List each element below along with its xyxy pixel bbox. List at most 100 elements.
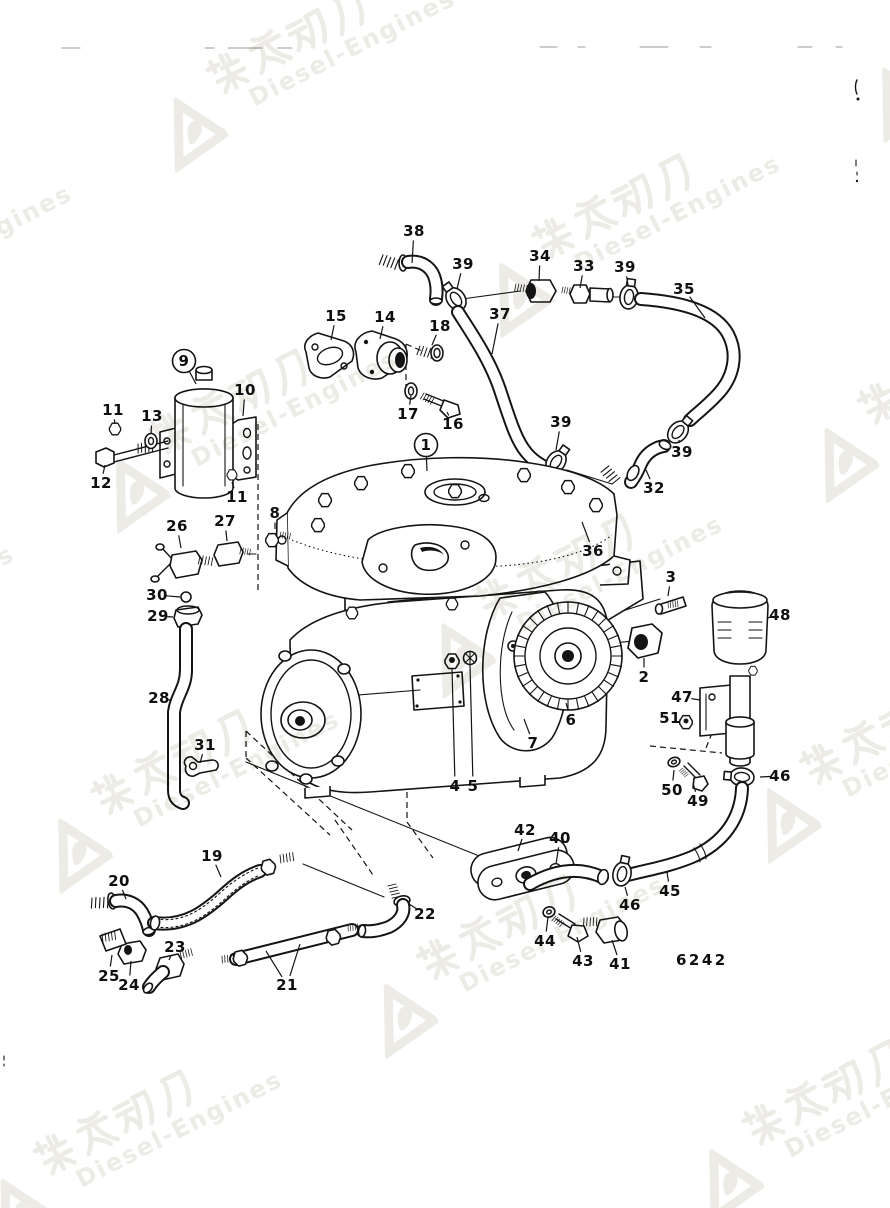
callout-28: 28 xyxy=(148,689,170,707)
callout-29: 29 xyxy=(147,607,169,625)
leader-line-41 xyxy=(611,939,618,956)
gear-teeth xyxy=(512,600,624,712)
leader-line-43 xyxy=(576,936,582,952)
leader-line-45 xyxy=(666,871,670,882)
leader-line-37 xyxy=(491,323,499,355)
breather-filter-48 xyxy=(711,590,769,767)
hose-37 xyxy=(451,305,558,477)
callout-6: 6 xyxy=(565,711,577,729)
leader-line-7 xyxy=(523,718,531,735)
callout-circle-1 xyxy=(413,432,439,458)
braided-hose-19 xyxy=(147,850,296,931)
callout-3: 3 xyxy=(665,568,677,586)
fitting-34 xyxy=(514,279,557,303)
callout-14: 14 xyxy=(374,308,396,326)
leader-line-1 xyxy=(425,456,428,472)
callout-26: 26 xyxy=(166,517,188,535)
leader-line-35 xyxy=(689,296,706,319)
callout-7: 7 xyxy=(527,734,539,752)
callout-17: 17 xyxy=(397,405,419,423)
leader-line-3 xyxy=(667,586,671,597)
callout-32: 32 xyxy=(643,479,665,497)
gasket-15 xyxy=(303,332,355,379)
leader-line-17 xyxy=(409,395,412,405)
leader-line-14 xyxy=(379,326,384,340)
callout-40: 40 xyxy=(549,829,571,847)
nut-24-nipple-25 xyxy=(99,928,147,965)
callout-43: 43 xyxy=(572,952,594,970)
leader-line-48 xyxy=(766,616,771,619)
leader-line-40 xyxy=(555,847,560,865)
leader-line-50 xyxy=(672,769,675,781)
callout-30: 30 xyxy=(146,586,168,604)
callout-39: 39 xyxy=(550,413,572,431)
callout-11: 11 xyxy=(102,401,124,419)
leader-line-39 xyxy=(678,439,681,443)
leader-line-38 xyxy=(411,240,414,264)
callout-49: 49 xyxy=(687,792,709,810)
leader-line-39 xyxy=(456,273,462,290)
callout-20: 20 xyxy=(108,872,130,890)
callout-46: 46 xyxy=(619,896,641,914)
leader-line-46 xyxy=(624,886,629,896)
callout-4: 4 xyxy=(449,777,461,795)
leader-line-39 xyxy=(555,431,560,451)
callout-2: 2 xyxy=(638,668,650,686)
leader-line-39 xyxy=(626,276,629,286)
leader-line-24 xyxy=(129,960,132,976)
callout-31: 31 xyxy=(194,736,216,754)
callout-35: 35 xyxy=(673,280,695,298)
leader-line-19 xyxy=(215,864,222,878)
callout-12: 12 xyxy=(90,474,112,492)
bolt-16 xyxy=(419,392,461,419)
leader-line-20 xyxy=(121,889,127,900)
ball-30-nut-29 xyxy=(173,591,203,628)
callout-10: 10 xyxy=(234,381,256,399)
callout-44: 44 xyxy=(534,932,556,950)
callout-42: 42 xyxy=(514,821,536,839)
callout-51: 51 xyxy=(659,709,681,727)
callout-39: 39 xyxy=(452,255,474,273)
callout-9: 9 xyxy=(178,352,190,370)
callout-16: 16 xyxy=(442,415,464,433)
flange-42-40 xyxy=(470,836,610,901)
callout-21: 21 xyxy=(276,976,298,994)
leader-line-30 xyxy=(166,595,181,598)
leader-line-25 xyxy=(109,954,113,967)
callout-19: 19 xyxy=(201,847,223,865)
callout-45: 45 xyxy=(659,882,681,900)
leader-line-21 xyxy=(265,950,283,978)
callout-50: 50 xyxy=(661,781,683,799)
leader-line-27 xyxy=(225,530,228,542)
separator-canister xyxy=(95,365,257,499)
nut-2 xyxy=(627,623,663,659)
nut-51 xyxy=(678,714,694,730)
callout-36: 36 xyxy=(582,542,604,560)
callout-39: 39 xyxy=(614,258,636,276)
callout-27: 27 xyxy=(214,512,236,530)
elbow-38 xyxy=(378,254,444,306)
fitting-33 xyxy=(561,284,614,304)
drain-pipe-28 xyxy=(167,622,193,810)
callout-15: 15 xyxy=(325,307,347,325)
leader-line-9 xyxy=(188,370,197,385)
leader-line-11 xyxy=(231,481,235,489)
callout-22: 22 xyxy=(414,905,436,923)
callout-11: 11 xyxy=(226,488,248,506)
callout-5: 5 xyxy=(467,777,479,795)
fitting-27 xyxy=(213,541,257,567)
callout-13: 13 xyxy=(141,407,163,425)
leader-line-12 xyxy=(102,464,106,474)
leader-line-49 xyxy=(692,782,697,792)
leader-line-16 xyxy=(446,411,450,416)
leader-line-47 xyxy=(691,698,701,701)
callout-33: 33 xyxy=(573,257,595,275)
elbow-23 xyxy=(142,946,195,994)
callout-1: 1 xyxy=(420,436,432,454)
elbow-22 xyxy=(356,882,411,939)
leader-line-33 xyxy=(579,275,583,289)
pipe-21 xyxy=(220,922,360,968)
hose-45 xyxy=(617,781,749,883)
leader-line-6 xyxy=(565,702,569,712)
